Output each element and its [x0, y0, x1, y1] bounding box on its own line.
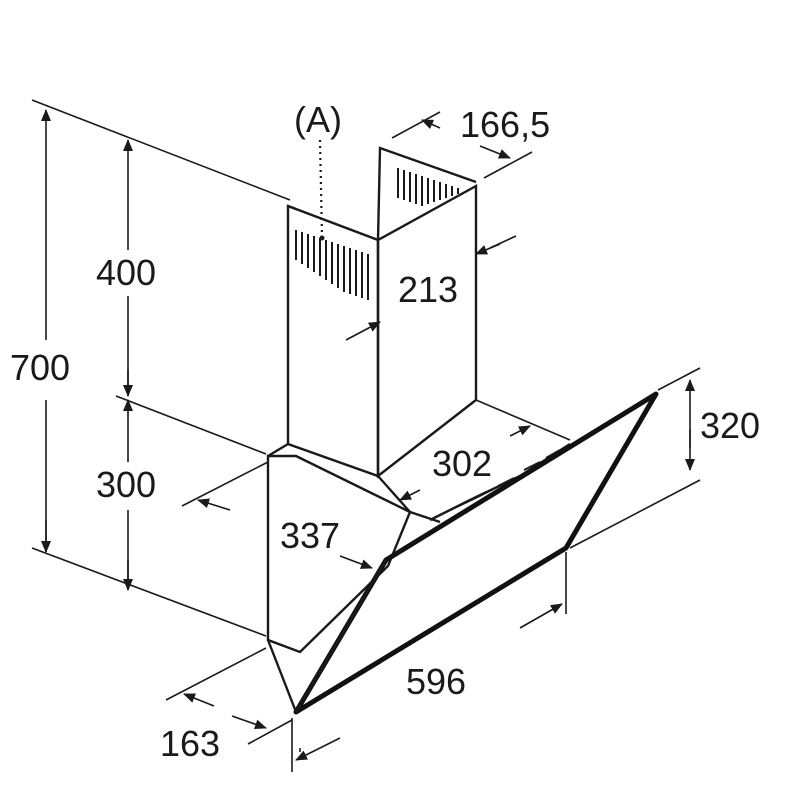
label-163: 163	[160, 723, 220, 764]
dimension-596	[291, 552, 567, 772]
chimney-upper-duct	[286, 146, 478, 479]
label-400: 400	[96, 252, 156, 293]
dimension-302	[399, 425, 531, 501]
label-320: 320	[700, 405, 760, 446]
dimension-213	[345, 235, 517, 341]
dimension-320	[569, 367, 701, 549]
label-300: 300	[96, 464, 156, 505]
label-213: 213	[398, 269, 458, 310]
vent-slots-front	[295, 230, 369, 300]
point-a-dotted-line	[318, 139, 324, 237]
vent-slots-back	[397, 168, 459, 206]
dimension-337	[181, 461, 373, 569]
label-302: 302	[432, 443, 492, 484]
label-700: 700	[10, 347, 70, 388]
label-596: 596	[406, 661, 466, 702]
label-point-a: (A)	[294, 99, 342, 140]
label-166-5: 166,5	[460, 104, 550, 145]
label-337: 337	[280, 515, 340, 556]
dimension-700	[31, 99, 291, 637]
dimension-163	[165, 647, 293, 745]
glass-canopy	[266, 391, 659, 715]
point-a-dot	[319, 235, 325, 241]
dimension-400	[115, 139, 267, 455]
dimension-166-5	[391, 111, 533, 179]
